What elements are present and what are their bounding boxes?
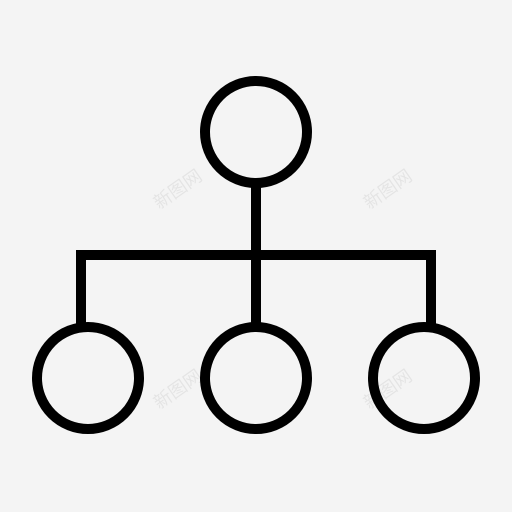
child-node-center-circle xyxy=(200,322,312,434)
watermark-text: 新图网 xyxy=(150,366,206,414)
watermark-text: 新图网 xyxy=(150,166,206,214)
child-node-right-circle xyxy=(368,322,480,434)
child-node-left-circle xyxy=(32,322,144,434)
root-node-circle xyxy=(200,76,312,188)
watermark-text: 新图网 xyxy=(360,166,416,214)
